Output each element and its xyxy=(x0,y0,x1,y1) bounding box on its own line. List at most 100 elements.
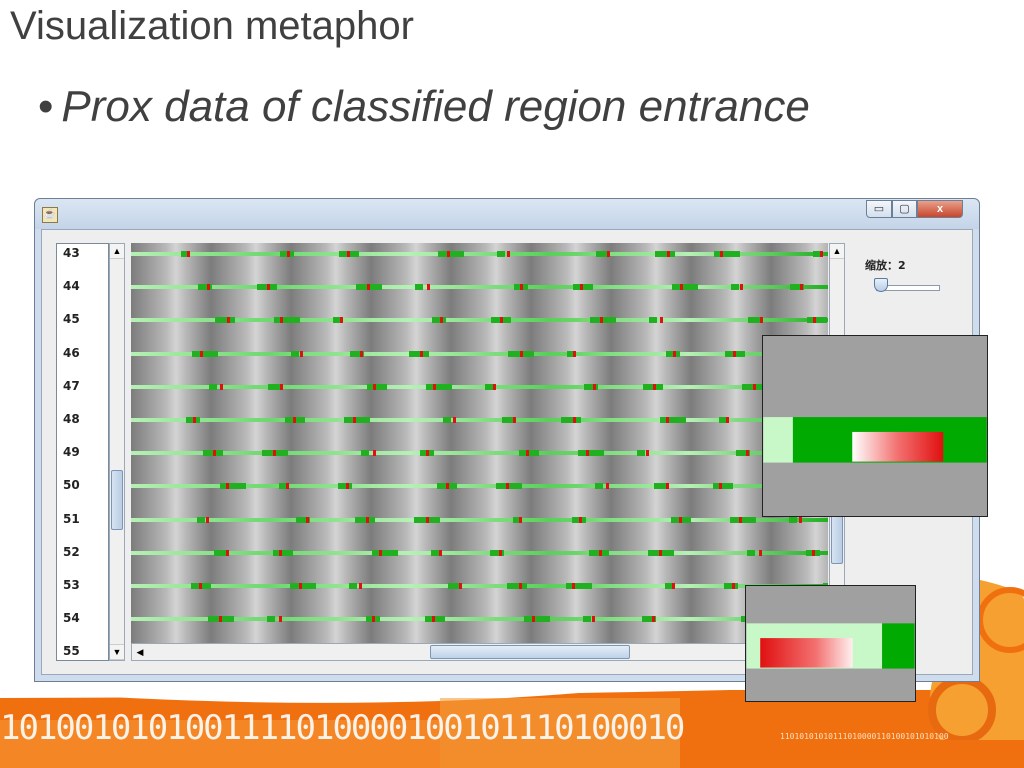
prox-data-canvas[interactable] xyxy=(131,243,828,643)
region-marker xyxy=(372,549,398,556)
red-marker xyxy=(426,516,429,523)
region-marker xyxy=(333,317,341,324)
red-marker xyxy=(760,317,763,324)
red-marker xyxy=(732,583,735,589)
red-marker xyxy=(733,350,736,357)
window-titlebar[interactable]: ☕ ▭ ▢ x xyxy=(35,199,979,229)
zoom-slider-knob[interactable] xyxy=(874,278,888,292)
region-marker xyxy=(731,284,739,291)
region-marker xyxy=(736,450,750,457)
red-marker xyxy=(746,450,749,457)
scroll-left-arrow-icon[interactable]: ◀ xyxy=(136,647,144,657)
red-marker xyxy=(227,317,230,324)
red-marker xyxy=(653,383,656,390)
row-list-scrollbar[interactable]: ▲ ▼ xyxy=(109,243,125,661)
region-marker xyxy=(519,450,539,457)
region-marker xyxy=(507,583,527,589)
data-stripe xyxy=(131,549,828,556)
region-marker xyxy=(748,317,762,324)
region-marker xyxy=(789,516,797,523)
data-stripe xyxy=(131,417,828,423)
red-marker xyxy=(652,616,655,623)
zoom-inset-small xyxy=(745,585,916,702)
region-marker xyxy=(273,549,293,556)
region-marker xyxy=(485,383,493,390)
red-marker xyxy=(506,483,509,490)
scrollbar-thumb[interactable] xyxy=(430,645,630,659)
red-marker xyxy=(520,350,523,357)
red-marker xyxy=(420,350,423,357)
region-marker xyxy=(268,383,282,390)
region-marker xyxy=(290,583,316,589)
red-marker xyxy=(193,417,196,423)
region-marker xyxy=(730,516,756,523)
region-marker xyxy=(209,383,217,390)
region-marker xyxy=(274,317,300,324)
region-marker xyxy=(267,616,275,623)
row-label: 46 xyxy=(63,345,80,360)
region-marker xyxy=(431,549,439,556)
region-marker xyxy=(361,450,369,457)
red-marker xyxy=(573,417,576,423)
row-label: 43 xyxy=(63,246,80,260)
red-marker xyxy=(373,450,376,457)
canvas-horizontal-scrollbar[interactable]: ◀ xyxy=(131,643,829,661)
region-marker xyxy=(502,417,516,423)
red-marker xyxy=(279,549,282,556)
region-marker xyxy=(724,583,738,589)
region-marker xyxy=(714,251,740,257)
data-stripe xyxy=(131,317,828,324)
red-marker xyxy=(287,251,290,257)
region-marker xyxy=(672,284,698,291)
region-marker xyxy=(497,251,505,257)
red-marker xyxy=(666,417,669,423)
red-marker xyxy=(226,483,229,490)
row-label: 48 xyxy=(63,412,80,426)
region-marker xyxy=(642,616,656,623)
red-marker xyxy=(499,549,502,556)
region-marker xyxy=(578,450,604,457)
region-marker xyxy=(415,284,423,291)
scrollbar-thumb[interactable] xyxy=(111,470,123,530)
java-icon: ☕ xyxy=(42,207,58,223)
red-marker xyxy=(666,483,669,490)
red-marker xyxy=(206,516,209,523)
maximize-button[interactable]: ▢ xyxy=(892,200,917,218)
red-marker xyxy=(679,516,682,523)
red-marker xyxy=(572,583,575,589)
slide-bullet: •Prox data of classified region entrance xyxy=(38,82,810,132)
red-marker xyxy=(359,583,362,589)
red-marker xyxy=(447,251,450,257)
region-marker xyxy=(807,317,827,324)
close-button[interactable]: x xyxy=(917,200,963,218)
scroll-down-arrow-icon[interactable]: ▼ xyxy=(110,644,124,660)
region-marker xyxy=(181,251,189,257)
row-label: 45 xyxy=(63,312,80,327)
scroll-up-arrow-icon[interactable]: ▲ xyxy=(830,244,844,259)
region-marker xyxy=(719,417,727,423)
data-stripe xyxy=(131,350,828,357)
red-marker xyxy=(280,383,283,390)
region-marker xyxy=(584,383,598,390)
region-marker xyxy=(367,383,387,390)
red-marker xyxy=(607,251,610,257)
scroll-up-arrow-icon[interactable]: ▲ xyxy=(110,244,124,259)
red-marker xyxy=(800,284,803,291)
region-marker xyxy=(660,417,686,423)
data-stripe xyxy=(131,616,828,623)
red-marker xyxy=(646,450,649,457)
row-label: 54 xyxy=(63,611,80,626)
red-marker xyxy=(526,450,529,457)
red-marker xyxy=(346,483,349,490)
red-marker xyxy=(459,583,462,589)
region-marker xyxy=(513,516,521,523)
red-marker xyxy=(579,516,582,523)
red-marker xyxy=(600,317,603,324)
minimize-button[interactable]: ▭ xyxy=(866,200,892,218)
region-marker xyxy=(595,483,603,490)
red-marker xyxy=(719,483,722,490)
data-stripe xyxy=(131,450,828,457)
red-marker xyxy=(726,417,729,423)
red-marker xyxy=(739,516,742,523)
